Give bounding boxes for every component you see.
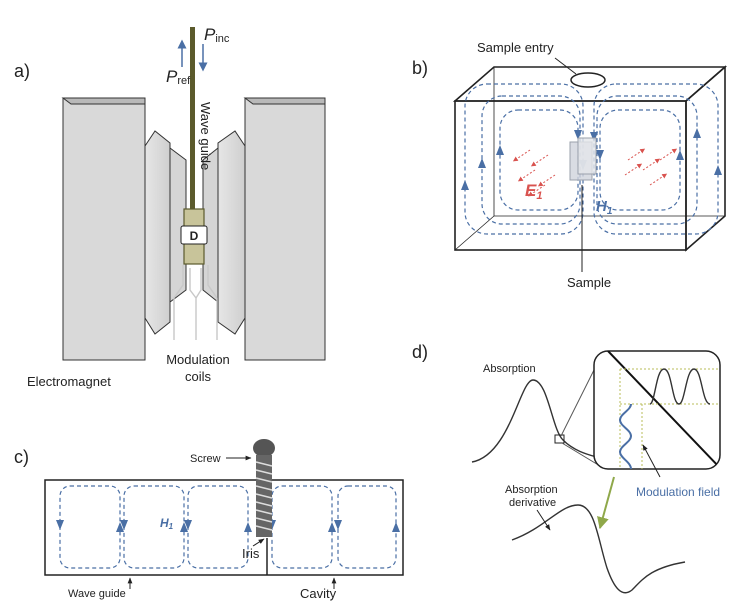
sample-entry-label: Sample entry [477,40,554,55]
electromagnet-label: Electromagnet [27,374,111,389]
panel-b: b) [412,40,728,290]
absorption-derivative-pointer [536,509,551,531]
panel-d: d) Absorption Modulation field [412,342,721,594]
panel-c-label: c) [14,447,29,467]
wave-guide-label: Wave guide [198,102,213,170]
panel-d-label: d) [412,342,428,362]
c-field-arrows [56,520,400,532]
c-magnetic-loops [59,485,397,569]
absorption-derivative-label-1: Absorption [505,484,558,496]
h1-label-b: H1 [596,198,613,217]
modulation-coils-label-2: coils [185,369,212,384]
electromagnet-right [202,97,326,361]
field-direction-arrows [461,128,722,190]
electromagnet-left [61,97,187,361]
absorption-curve [471,379,601,463]
modulation-coils-label-1: Modulation [166,352,230,367]
h1-label-c: H1 [160,516,174,531]
p-ref-label: Pref [166,67,191,87]
sample-tube [569,137,597,181]
screw [253,439,275,537]
modulation-coils [173,265,218,340]
panel-a-label: a) [14,61,30,81]
zoom-marker [554,434,565,444]
absorption-derivative-label-2: derivative [509,497,556,509]
sample-entry-hole [570,72,606,88]
e1-label: E1 [525,181,542,202]
panel-a: a) D [14,25,326,389]
screw-label: Screw [190,453,221,465]
absorption-label: Absorption [483,363,536,375]
electric-field-arrows [512,148,678,197]
sample-label: Sample [567,275,611,290]
derivative-transform-arrow [597,476,615,530]
modulation-inset [593,350,721,470]
iris-label: Iris [242,546,260,561]
p-inc-label: Pinc [204,25,230,45]
modulation-field-pointer [642,444,661,478]
cavity-label: Cavity [300,586,337,601]
iris-pointer [252,538,265,547]
cavity-block: D [180,208,208,265]
sample-entry-pointer [554,57,577,75]
zoom-line-bottom [561,442,601,467]
panel-c: c) [14,439,404,601]
absorption-derivative-curve [511,504,686,594]
cavity-box [452,65,728,252]
waveguide [190,27,195,215]
panel-b-label: b) [412,58,428,78]
modulation-field-label: Modulation field [636,485,720,499]
c-wave-guide-label: Wave guide [68,588,126,600]
diode-label: D [190,229,199,243]
waveguide-cavity-outline [44,479,404,576]
